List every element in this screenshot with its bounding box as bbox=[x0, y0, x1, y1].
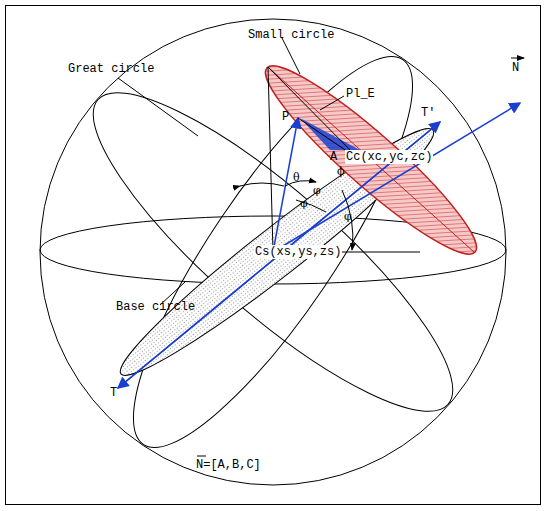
leader-line bbox=[118, 78, 198, 136]
radius-line bbox=[268, 67, 360, 160]
small-circle bbox=[250, 48, 493, 271]
great-circle bbox=[92, 25, 454, 479]
angle-symbol: θ bbox=[293, 171, 300, 185]
normal-vector bbox=[273, 103, 520, 252]
axis-t-t bbox=[118, 122, 440, 388]
sphere bbox=[40, 19, 506, 485]
blue-sector bbox=[300, 118, 360, 150]
vector-overline bbox=[511, 58, 524, 59]
angle-arc bbox=[285, 181, 316, 186]
label-text: Great circle bbox=[68, 62, 154, 76]
coordinate-label: Cs(xs,ys,zs) bbox=[254, 245, 342, 259]
label-text: Small circle bbox=[248, 28, 334, 42]
angle-symbol: φ bbox=[300, 197, 308, 211]
vector-overline bbox=[197, 456, 206, 457]
label-text: Base circle bbox=[116, 300, 195, 314]
axis-t-t bbox=[118, 122, 440, 388]
formula-text: N=[A,B,C] bbox=[196, 458, 261, 472]
angle-arc bbox=[240, 183, 284, 186]
coordinate-label: Cc(xc,yc,zc) bbox=[345, 150, 433, 164]
radius-line bbox=[268, 67, 273, 252]
angle-arc bbox=[342, 190, 353, 250]
leader-line bbox=[282, 38, 300, 74]
point-name: A bbox=[330, 150, 337, 164]
plane-disc bbox=[106, 111, 448, 393]
leader-line bbox=[320, 96, 344, 110]
angle-symbol: ϕ bbox=[337, 165, 345, 179]
point-name: P bbox=[282, 110, 289, 124]
point-name: T bbox=[110, 386, 117, 400]
angle-symbol: φ bbox=[313, 184, 321, 198]
great-circle bbox=[57, 53, 489, 451]
vector-p bbox=[273, 118, 298, 252]
point-name: T' bbox=[421, 106, 435, 120]
vector-name: N bbox=[512, 61, 519, 75]
angle-symbol: φ bbox=[344, 210, 352, 224]
small-circle-axis bbox=[268, 67, 474, 252]
label-text: Pl_E bbox=[346, 87, 375, 101]
frame bbox=[6, 6, 541, 505]
